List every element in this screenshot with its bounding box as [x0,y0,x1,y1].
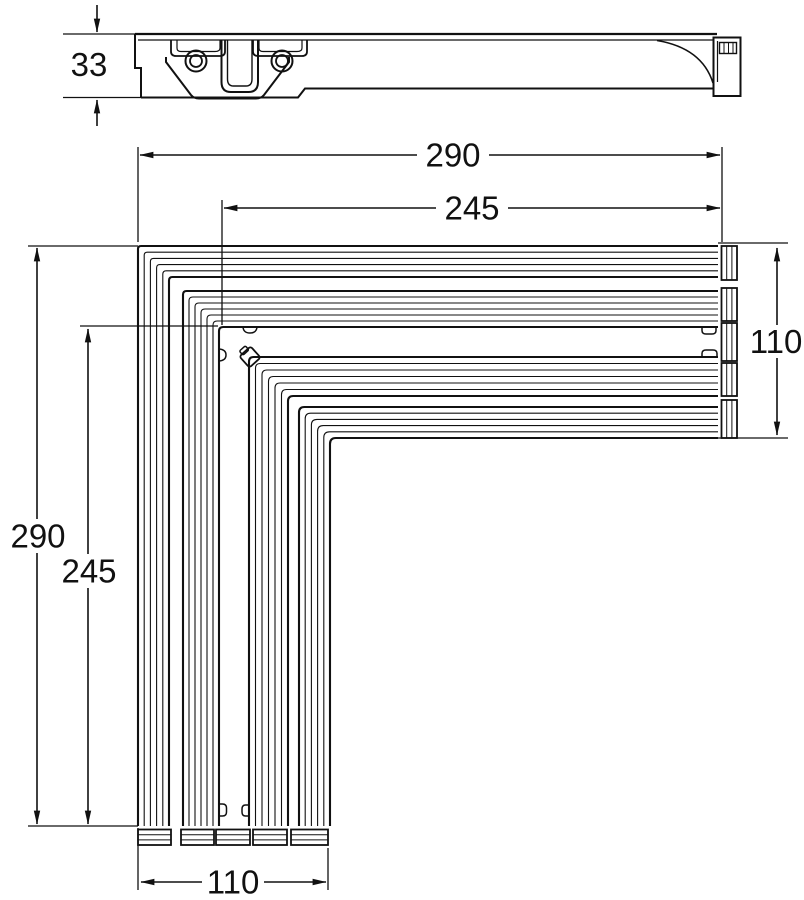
grate-slat-line [280,388,718,826]
grate-slat-line [212,320,718,826]
section-funnel [165,57,290,100]
dimension-label: 290 [425,137,480,174]
screw-icon [275,54,289,68]
grate-slat-line [254,362,718,826]
grate-slat-line [136,244,718,826]
grate-slat-line [149,257,718,826]
section-view [134,32,742,100]
grate-slat-line [328,436,718,826]
corner-clip-tab [239,345,250,356]
grate-slat-line [247,355,718,826]
slat-end-cap-right [720,245,738,281]
grate-slat-line [217,325,718,826]
grate-slat-line [267,375,718,826]
corner-clip-body [239,346,261,368]
grate-slat-line [317,425,718,826]
dim-top-overall: 290 [137,137,723,242]
screw-icon [189,54,203,68]
dimension-label: 245 [444,190,499,227]
screw-boss-icon [270,49,294,73]
dim-section-height: 33 [63,5,152,126]
slat-end-cap-right [720,399,738,439]
label-mask [436,192,508,224]
section-bottom-edge [141,87,713,99]
section-u-channel-inner [226,40,253,87]
dim-left-overall: 290 [8,245,138,827]
grate-slat-line [143,251,718,826]
screw-boss-icon [184,49,208,73]
grate-slat-line [194,302,718,826]
dim-left-to-frame: 245 [58,325,218,825]
channel-clip-bottom-right [241,804,249,817]
section-slot-right [252,40,308,57]
grate-slat-line [304,412,718,826]
frame-corner-bump [242,326,258,334]
dimension-label: 33 [71,46,108,83]
grate-slat-line [167,275,718,826]
label-mask [8,519,69,553]
extension-lines [718,242,788,439]
channel-clip-bottom-left [219,803,228,817]
dimension-label: 110 [750,323,803,360]
grate-slat-line [261,369,718,826]
frame-clips [218,326,718,817]
section-u-channel [220,40,259,93]
frame-end-plate-bottom [215,828,251,846]
dimension-label: 290 [10,518,65,555]
label-mask [417,139,489,171]
dimension-label: 245 [61,553,116,590]
section-end-cap-hatch [723,42,734,54]
grate-slat-line [156,264,718,826]
section-left-end [134,34,142,98]
label-mask [202,866,264,898]
dim-top-to-frame: 245 [221,190,721,325]
channel-clip-right-bottom [701,349,718,357]
corner-clip [239,345,261,368]
grate-slat-line [200,308,718,826]
section-end-cap [712,36,742,97]
frame-end-plate-right [720,322,738,362]
dimension-label: 110 [207,864,260,900]
channel-clip-right-top [701,327,717,335]
slat-end-cap-right [720,362,738,397]
slat-end-cap-bottom [137,828,172,846]
grate-slats [136,244,738,846]
dim-bottom-width: 110 [137,828,329,900]
grate-slat-line [297,405,718,826]
label-mask [745,325,804,358]
dim-right-width: 110 [718,242,804,439]
grate-slat-line [310,418,718,826]
dimensions: 290 245 110 290 245 [8,5,804,900]
label-mask [58,554,120,588]
extension-lines [63,33,152,99]
slat-end-cap-bottom [180,828,215,846]
extension-lines [137,147,723,242]
grate-slat-line [274,382,718,826]
extension-lines [28,245,138,827]
plan-view [136,244,738,846]
grate-slat-line [188,296,718,826]
section-slope-curve [656,39,714,84]
grate-slat-line [286,394,718,826]
slat-end-cap-bottom [252,828,288,846]
slat-end-cap-right [720,287,738,322]
extension-lines [137,828,329,890]
grate-slat-line [181,289,718,826]
grate-slat-line [206,314,718,826]
grate-slat-line [323,431,718,826]
section-slot-left [170,40,226,57]
slat-end-cap-bottom [290,828,329,846]
frame-corner-tab [218,348,227,362]
grate-slat-line [162,270,718,826]
